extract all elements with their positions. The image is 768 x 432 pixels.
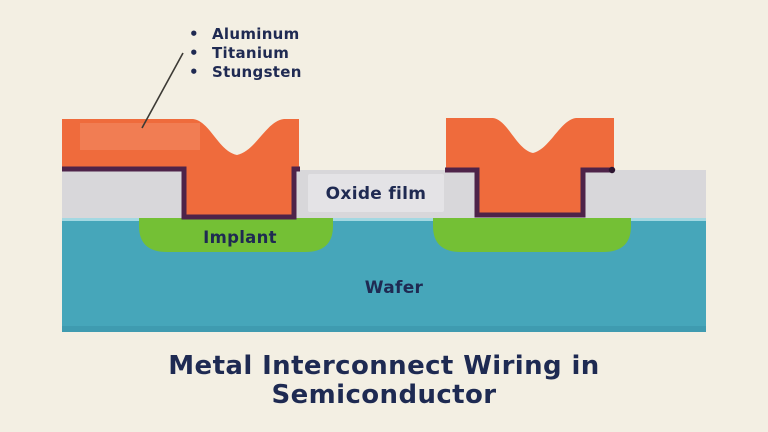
material-label-aluminum: Aluminum [212, 25, 300, 43]
bullet-icon: • [189, 44, 199, 62]
page-title: Metal Interconnect Wiring in Semiconduct… [0, 352, 768, 410]
list-item: • Stungsten [189, 63, 302, 82]
material-label-stungsten: Stungsten [212, 63, 302, 81]
wafer-top-highlight [62, 218, 706, 221]
title-line-2: Semiconductor [271, 380, 497, 410]
materials-leader-line [141, 52, 184, 129]
wafer-bottom-shade [62, 326, 706, 332]
oxide-label-panel [308, 174, 444, 212]
title-line-1: Metal Interconnect Wiring in [168, 351, 600, 381]
barrier-liner-left [62, 166, 300, 220]
implant-label: Implant [203, 228, 277, 247]
metal-interconnect-right [446, 118, 614, 217]
bullet-icon: • [189, 63, 199, 81]
list-item: • Aluminum [189, 25, 302, 44]
oxide-film-label: Oxide film [325, 184, 427, 204]
materials-list: • Aluminum • Titanium • Stungsten [189, 25, 302, 82]
implant-region-left [139, 218, 333, 252]
bullet-icon: • [189, 25, 199, 43]
implant-region-right [433, 218, 631, 252]
metal-interconnect-left [62, 119, 299, 219]
wafer-label: Wafer [364, 278, 424, 298]
barrier-liner-right [445, 167, 612, 218]
liner-end-dot [608, 166, 616, 174]
metal-highlight-left [80, 123, 200, 150]
material-label-titanium: Titanium [212, 44, 290, 62]
list-item: • Titanium [189, 44, 302, 63]
